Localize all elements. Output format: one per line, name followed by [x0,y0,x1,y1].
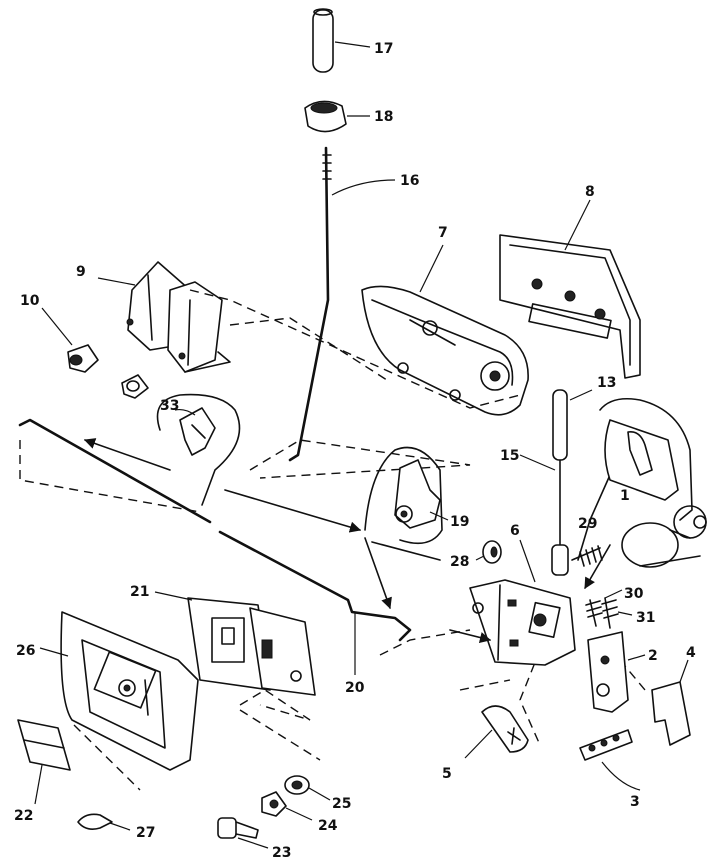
part-25-washer [284,775,331,801]
part-labels: 17 18 16 8 7 9 10 33 13 15 1 19 6 29 28 … [14,41,696,861]
label-4: 4 [686,645,696,661]
label-1: 1 [620,488,630,504]
label-6: 6 [510,523,520,539]
label-2: 2 [648,648,658,664]
part-19-lever [394,459,449,529]
part-13-15-link-rod [519,389,593,576]
label-28: 28 [450,554,469,570]
label-33: 33 [160,398,179,414]
part-20-rods [18,418,441,675]
label-15: 15 [500,448,519,464]
part-33-clip [174,407,216,456]
label-9: 9 [76,264,86,280]
part-3-wedge [579,729,641,791]
label-22: 22 [14,808,33,824]
part-5-screw [464,705,529,759]
label-10: 10 [20,293,40,309]
part-8-outer-handle-bezel [499,199,641,379]
part-22-cover [17,719,71,805]
part-bush [121,374,149,399]
part-29-spring [571,545,603,567]
label-19: 19 [450,514,469,530]
label-26: 26 [16,643,35,659]
part-9-hinge-bracket [97,261,231,373]
label-16: 16 [400,173,419,189]
label-25: 25 [332,796,351,812]
label-27: 27 [136,825,155,841]
label-13: 13 [597,375,616,391]
label-18: 18 [374,109,393,125]
part-28-washer [475,540,502,564]
part-24-nut [261,791,313,821]
label-30: 30 [624,586,644,602]
part-6-latch-mechanism [449,539,576,666]
part-17-sleeve [312,8,371,73]
assembly-lines [19,289,646,791]
label-3: 3 [630,794,640,810]
part-7-outer-handle [361,244,529,416]
part-16-rod [288,146,396,462]
label-23: 23 [272,845,291,861]
part-1-lock-cylinder [584,419,707,589]
part-30-31-springs [585,589,633,629]
label-24: 24 [318,818,338,834]
part-23-bolt [217,817,269,849]
part-26-inner-handle-bezel [39,611,199,771]
part-27-screw [77,813,131,831]
part-18-grommet [304,100,370,133]
label-29: 29 [578,516,597,532]
part-2-plate [587,631,646,713]
label-21: 21 [130,584,149,600]
part-4-retainer [651,659,691,746]
label-7: 7 [438,225,448,241]
part-10-nut [41,307,99,373]
label-17: 17 [374,41,393,57]
part-21-inner-handle-mechanism [154,591,316,696]
label-8: 8 [585,184,595,200]
grouping-loops [156,393,693,561]
label-5: 5 [442,766,452,782]
label-20: 20 [345,680,365,696]
label-31: 31 [636,610,655,626]
